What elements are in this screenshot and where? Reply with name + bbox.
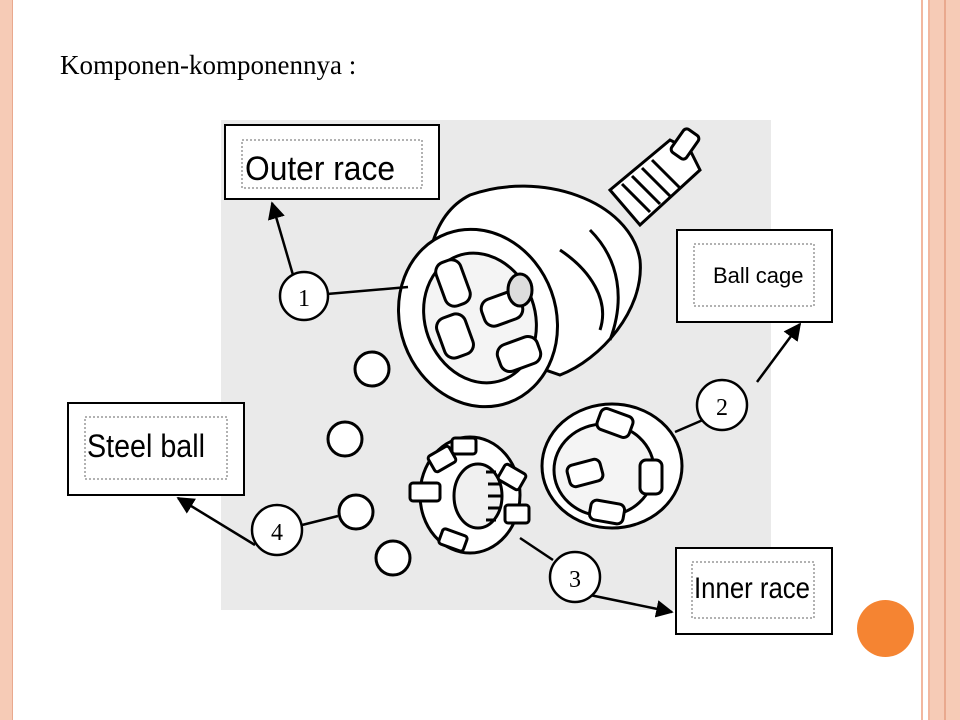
outer-race-label: Outer race bbox=[245, 150, 395, 188]
right-frame-line bbox=[944, 0, 946, 720]
steel-ball bbox=[326, 420, 364, 458]
steel-ball bbox=[353, 350, 391, 388]
inner-race-part bbox=[408, 435, 531, 555]
ball-cage-label: Ball cage bbox=[713, 263, 804, 288]
marker-circle-2 bbox=[695, 378, 749, 432]
callout-boxes bbox=[67, 124, 833, 635]
marker-circle-4 bbox=[250, 503, 304, 557]
accent-circle bbox=[857, 600, 914, 657]
marker-circle-1 bbox=[278, 270, 330, 322]
outer-race-part bbox=[397, 127, 702, 409]
inner-race-label: Inner race bbox=[694, 572, 810, 605]
right-frame-line bbox=[928, 0, 930, 720]
outer-race-box bbox=[224, 124, 440, 200]
right-frame-line bbox=[921, 0, 923, 720]
steel-ball bbox=[337, 493, 375, 531]
ball-cage-box bbox=[676, 229, 833, 323]
marker-circle-3 bbox=[548, 550, 602, 604]
marker-number-4: 4 bbox=[271, 520, 283, 546]
marker-number-1: 1 bbox=[298, 286, 310, 312]
steel-ball bbox=[374, 539, 412, 577]
number-markers: 1 2 3 4 bbox=[250, 270, 749, 604]
left-frame-border bbox=[0, 0, 13, 720]
steel-ball-label: Steel ball bbox=[87, 428, 205, 464]
marker-number-3: 3 bbox=[569, 567, 581, 593]
marker-number-2: 2 bbox=[716, 395, 728, 421]
steel-balls bbox=[326, 350, 412, 577]
steel-ball-box bbox=[67, 402, 245, 496]
ball-cage-part bbox=[540, 402, 684, 530]
slide-title: Komponen-komponennya : bbox=[60, 50, 357, 80]
